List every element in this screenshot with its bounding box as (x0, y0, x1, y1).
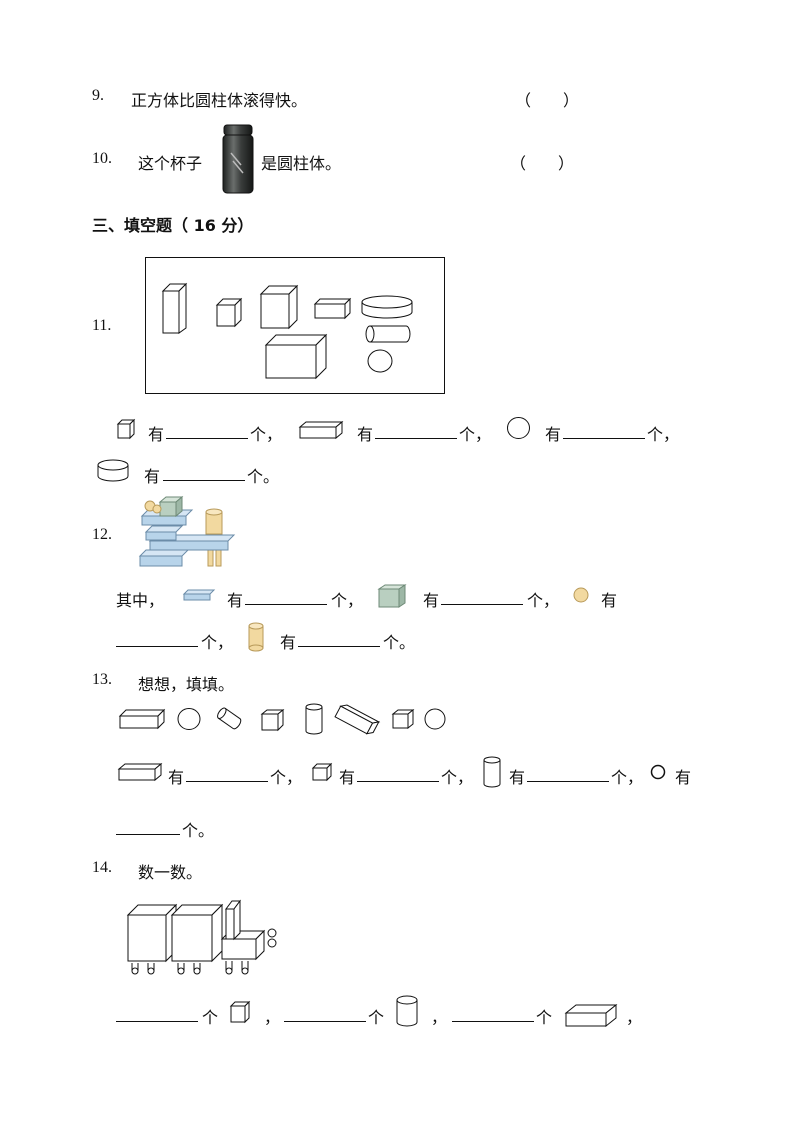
upright-cylinder-icon (482, 755, 502, 789)
small-cube-icon (311, 762, 333, 782)
q12-unit-3: 个， (201, 633, 234, 652)
q14-cylinder-icon (395, 994, 419, 1028)
q13-blank-cylinder[interactable] (527, 781, 609, 782)
q12-unit-2: 个， (527, 591, 560, 610)
q14-blank-cube[interactable] (116, 1021, 198, 1022)
q13-you-3: 有 (509, 768, 526, 787)
q12-unit-1: 个， (331, 591, 364, 610)
q10-text-before: 这个杯子 (138, 154, 203, 173)
q14-blank-cuboid[interactable] (452, 1021, 534, 1022)
cylinder-disc-icon (96, 458, 130, 484)
q12-blocks-illustration (136, 494, 240, 572)
section-3-title: 三、填空题（ 16 分） (92, 216, 254, 235)
q13-number: 13. (92, 671, 112, 688)
q10-text-after: 是圆柱体。 (261, 154, 342, 173)
thermos-cup-image (221, 123, 255, 197)
q14-train-illustration (124, 893, 282, 979)
q13-blank-cuboid[interactable] (186, 781, 268, 782)
q14-text: 数一数。 (138, 863, 203, 882)
q12-you-4: 有 (280, 633, 297, 652)
q11-number: 11. (92, 317, 112, 334)
q14-comma-1: ， (264, 1008, 281, 1027)
q13-you-2: 有 (339, 768, 356, 787)
q12-you-3: 有 (601, 591, 618, 610)
q14-number: 14. (92, 859, 112, 876)
q11-you-4: 有 (144, 467, 161, 486)
q10-number: 10. (92, 150, 112, 167)
q12-blank-slab[interactable] (245, 604, 327, 605)
q14-unit-2: 个 (368, 1008, 385, 1027)
q12-number: 12. (92, 526, 112, 543)
q13-you-1: 有 (168, 768, 185, 787)
small-sphere-icon (650, 764, 666, 780)
q12-blank-cube[interactable] (441, 604, 523, 605)
q11-you-2: 有 (357, 425, 374, 444)
q14-cuboid-icon (564, 1002, 618, 1028)
q14-cube-icon (229, 1000, 251, 1024)
q14-unit-1: 个 (202, 1008, 219, 1027)
q11-you-1: 有 (148, 425, 165, 444)
q11-you-3: 有 (545, 425, 562, 444)
q14-comma-3: ， (626, 1008, 643, 1027)
q12-blank-ball[interactable] (116, 646, 198, 647)
q13-shapes-row (118, 700, 458, 740)
q13-text: 想想，填填。 (138, 675, 235, 694)
long-cuboid-icon (117, 762, 163, 782)
green-cube-icon (377, 583, 409, 609)
q9-number: 9. (92, 87, 104, 104)
q14-comma-2: ， (431, 1008, 448, 1027)
q13-blank-sphere[interactable] (116, 834, 180, 835)
cuboid-icon (298, 420, 344, 440)
q12-you-1: 有 (227, 591, 244, 610)
cube-icon (116, 418, 136, 440)
q13-unit-3: 个， (611, 768, 644, 787)
q11-blank-sphere[interactable] (563, 438, 645, 439)
sphere-icon (506, 416, 531, 440)
q12-unit-end: 个。 (383, 633, 416, 652)
q10-answer-paren[interactable]: （ ） (510, 154, 575, 173)
q13-unit-end: 个。 (182, 821, 215, 840)
q12-you-2: 有 (423, 591, 440, 610)
q11-unit-2: 个， (459, 425, 492, 444)
q13-blank-cube[interactable] (357, 781, 439, 782)
q14-unit-3: 个 (536, 1008, 553, 1027)
q9-text: 正方体比圆柱体滚得快。 (131, 91, 308, 110)
q11-shapes-box (145, 257, 445, 394)
q11-shapes-illustration (146, 258, 446, 395)
q14-blank-cylinder[interactable] (284, 1021, 366, 1022)
q11-blank-cuboid[interactable] (375, 438, 457, 439)
q11-unit-1: 个， (250, 425, 283, 444)
yellow-ball-icon (572, 586, 590, 604)
q13-you-4: 有 (675, 768, 692, 787)
q12-lead: 其中， (116, 591, 165, 610)
q9-answer-paren[interactable]: （ ） (515, 91, 580, 110)
q12-blank-cylinder[interactable] (298, 646, 380, 647)
q13-unit-1: 个， (270, 768, 303, 787)
yellow-cylinder-icon (247, 622, 265, 652)
q11-blank-cylinder[interactable] (163, 480, 245, 481)
blue-slab-icon (182, 588, 216, 602)
q11-unit-3: 个， (647, 425, 680, 444)
q11-blank-cube[interactable] (166, 438, 248, 439)
q11-unit-end: 个。 (247, 467, 280, 486)
q13-unit-2: 个， (441, 768, 474, 787)
